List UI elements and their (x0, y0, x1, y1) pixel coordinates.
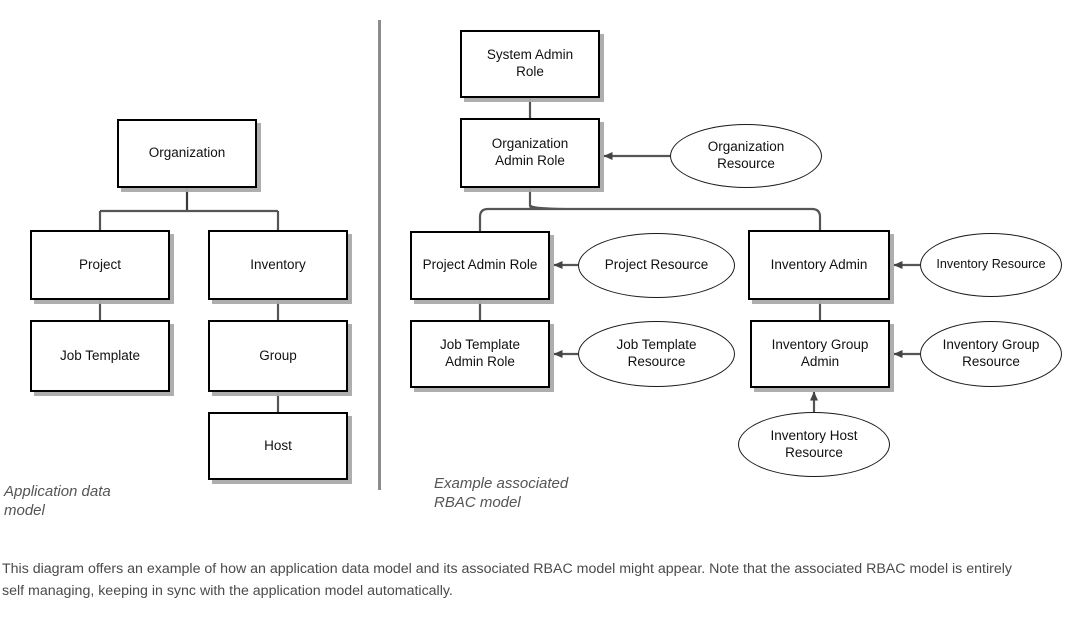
node-job-template-admin-role[interactable]: Job Template Admin Role (410, 320, 550, 388)
caption-application-data-model: Application data model (4, 483, 111, 519)
node-organization-label: Organization (148, 145, 226, 161)
node-project-admin-role-label: Project Admin Role (422, 257, 538, 273)
node-group[interactable]: Group (208, 320, 348, 392)
node-inventory-group-admin[interactable]: Inventory Group Admin (750, 320, 890, 388)
resource-organization-resource-label: Organization Resource (707, 139, 785, 171)
resource-inventory-resource[interactable]: Inventory Resource (920, 233, 1062, 297)
node-host[interactable]: Host (208, 412, 348, 480)
resource-project-resource[interactable]: Project Resource (578, 233, 735, 298)
node-inventory[interactable]: Inventory (208, 230, 348, 300)
node-project[interactable]: Project (30, 230, 170, 300)
node-job-template-label: Job Template (59, 347, 141, 363)
resource-project-resource-label: Project Resource (604, 257, 709, 273)
resource-job-template-resource-label: Job Template Resource (616, 337, 697, 369)
node-group-label: Group (259, 347, 297, 363)
node-job-template-admin-role-label: Job Template Admin Role (439, 337, 521, 369)
node-inventory-group-admin-label: Inventory Group Admin (771, 337, 869, 369)
node-host-label: Host (264, 437, 292, 453)
node-system-admin-role[interactable]: System Admin Role (460, 30, 600, 98)
resource-inventory-host-resource-label: Inventory Host Resource (770, 427, 858, 460)
node-job-template[interactable]: Job Template (30, 320, 170, 392)
node-inventory-admin[interactable]: Inventory Admin (748, 230, 890, 300)
node-inventory-label: Inventory (250, 256, 306, 272)
node-inventory-admin-label: Inventory Admin (770, 256, 868, 272)
node-project-label: Project (78, 256, 122, 272)
resource-organization-resource[interactable]: Organization Resource (670, 124, 822, 188)
resource-inventory-host-resource[interactable]: Inventory Host Resource (738, 412, 890, 477)
node-system-admin-role-label: System Admin Role (486, 47, 574, 79)
node-organization[interactable]: Organization (117, 119, 257, 188)
caption-example-associated-rbac-model: Example associated RBAC model (434, 475, 569, 511)
edge-organization-admin-bracket (478, 204, 822, 231)
node-organization-admin-role-label: Organization Admin Role (491, 136, 569, 168)
node-project-admin-role[interactable]: Project Admin Role (410, 231, 550, 300)
node-organization-admin-role[interactable]: Organization Admin Role (460, 118, 600, 188)
vertical-divider (378, 20, 381, 490)
footnote-text: This diagram offers an example of how an… (2, 561, 1012, 599)
resource-inventory-resource-label: Inventory Resource (936, 257, 1046, 272)
resource-inventory-group-resource[interactable]: Inventory Group Resource (920, 321, 1062, 387)
resource-inventory-group-resource-label: Inventory Group Resource (942, 337, 1040, 369)
resource-job-template-resource[interactable]: Job Template Resource (578, 321, 735, 387)
